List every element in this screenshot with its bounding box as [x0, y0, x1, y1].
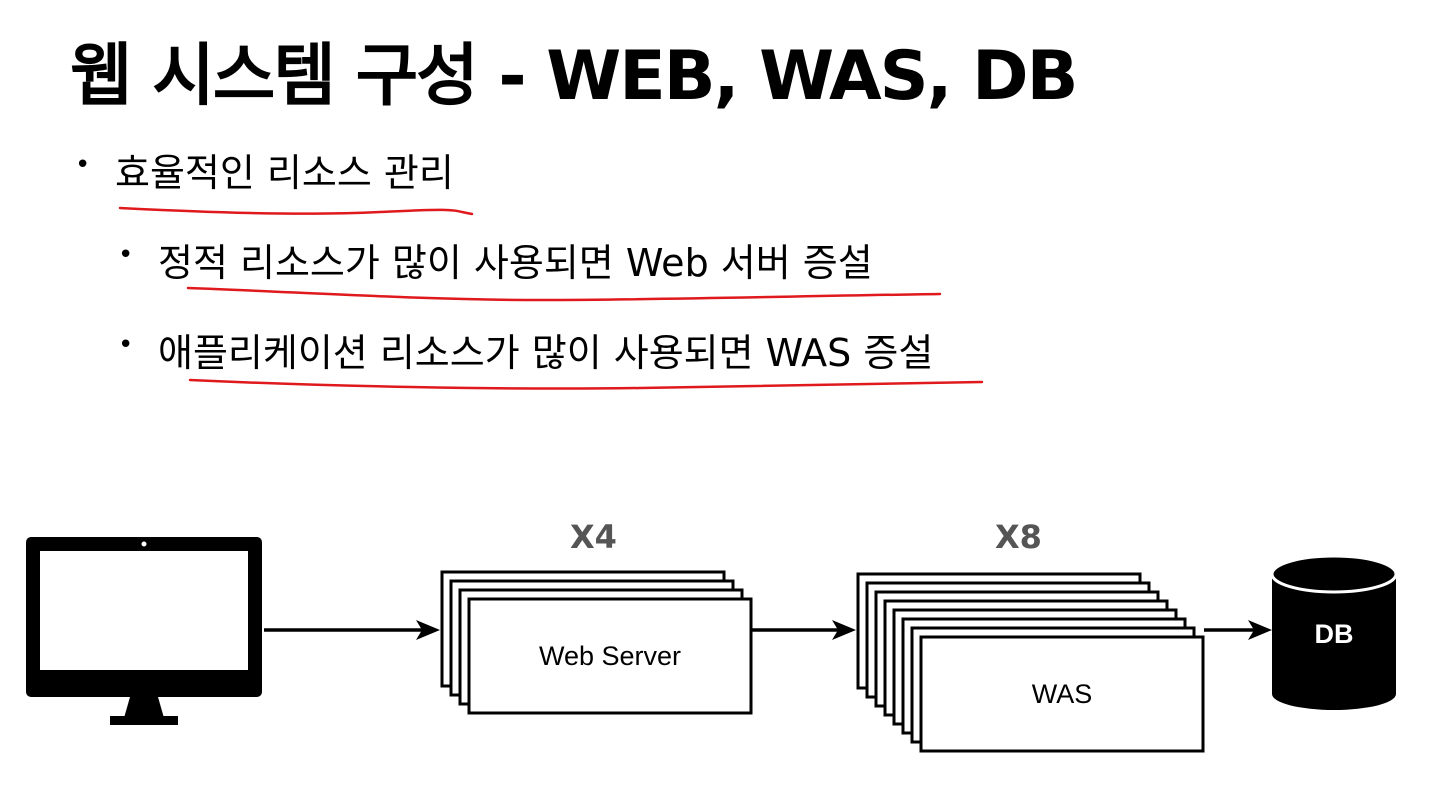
- was-multiplier: X8: [995, 518, 1042, 556]
- monitor-icon: [26, 537, 262, 725]
- bullet-was-scaling: • 애플리케이션 리소스가 많이 사용되면 WAS 증설: [118, 322, 934, 377]
- web-server-multiplier: X4: [570, 518, 617, 556]
- underline-1: [118, 206, 474, 216]
- web-server-box-4: [467, 597, 753, 715]
- was-box-8: [919, 635, 1205, 753]
- bullet-resource-management: • 효율적인 리소스 관리: [75, 142, 454, 197]
- was-label: WAS: [1032, 679, 1093, 709]
- bullet-dot: •: [118, 240, 134, 270]
- page-title: 웹 시스템 구성 - WEB, WAS, DB: [70, 37, 1078, 116]
- db-label: DB: [1315, 619, 1354, 649]
- bullet-dot: •: [75, 150, 91, 180]
- web-server-stack: [440, 570, 753, 715]
- web-server-label: Web Server: [539, 641, 681, 671]
- bullet-text: 정적 리소스가 많이 사용되면 Web 서버 증설: [158, 241, 873, 285]
- underline-2: [186, 286, 942, 302]
- arrow-was-to-db: [1204, 620, 1272, 640]
- was-stack: [856, 572, 1205, 753]
- arrow-web-to-was: [752, 620, 856, 640]
- bullet-text: 효율적인 리소스 관리: [115, 151, 454, 195]
- bullet-dot: •: [118, 330, 134, 360]
- database-icon: [1270, 554, 1398, 710]
- arrow-client-to-web: [264, 620, 440, 640]
- bullet-web-scaling: • 정적 리소스가 많이 사용되면 Web 서버 증설: [118, 232, 873, 287]
- bullet-text: 애플리케이션 리소스가 많이 사용되면 WAS 증설: [158, 331, 934, 375]
- underline-3: [188, 378, 984, 390]
